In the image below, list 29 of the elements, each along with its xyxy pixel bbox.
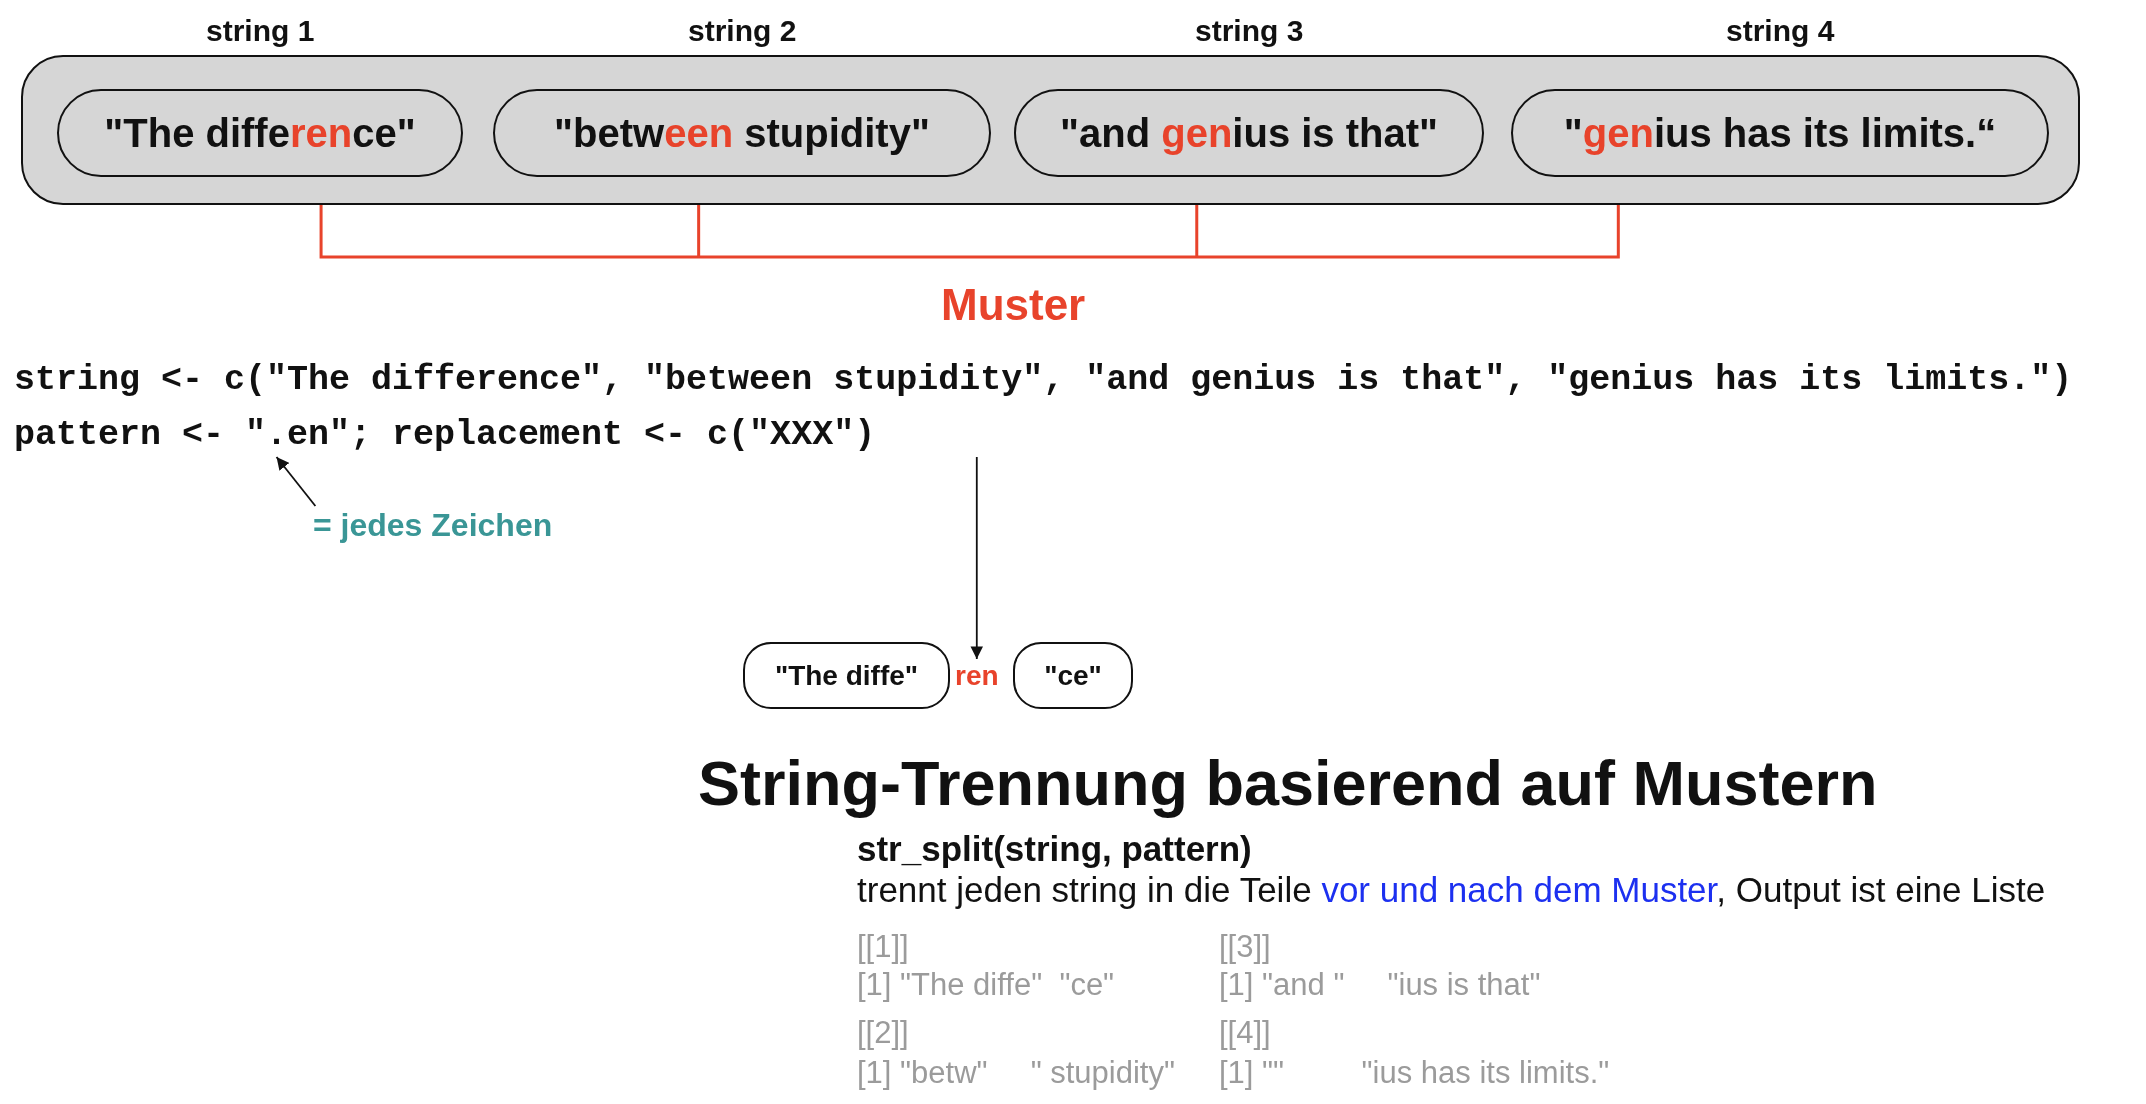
heading: String-Trennung basierend auf Mustern: [698, 747, 1878, 820]
output-text: [1] "betw" " stupidity": [857, 1055, 1175, 1091]
string-box: "genius has its limits.“: [1511, 89, 2049, 177]
string-label: string 4: [1726, 13, 1835, 49]
output-text: [1] "and " "ius is that": [1219, 967, 1541, 1003]
function-signature: str_split(string, pattern): [857, 829, 1252, 869]
description-text: trennt jeden string in die Teile vor und nach dem Muster, Output ist eine Liste: [857, 870, 2046, 910]
string-box: "The difference": [57, 89, 463, 177]
string-label: string 2: [688, 13, 797, 49]
output-text: [[3]]: [1219, 929, 1271, 965]
output-text: [[4]]: [1219, 1015, 1271, 1051]
result-box: "The diffe": [743, 642, 950, 709]
code-line: string <- c("The difference", "between stupidity", "and genius is that", "genius has its limits."): [14, 359, 2073, 402]
output-text: [[2]]: [857, 1015, 909, 1051]
container-panel: [21, 55, 2080, 205]
leader-line: [275, 456, 317, 507]
string-box: "and genius is that": [1014, 89, 1484, 177]
string-label: string 1: [206, 13, 315, 49]
match-text: ren: [955, 659, 999, 693]
output-text: [[1]]: [857, 929, 909, 965]
code-line: pattern <- ".en"; replacement <- c("XXX"): [14, 414, 876, 457]
output-text: [1] "" "ius has its limits.": [1219, 1055, 1610, 1091]
bracket-label: Muster: [941, 278, 1086, 331]
arrow: [970, 456, 984, 660]
string-label: string 3: [1195, 13, 1304, 49]
string-box: "between stupidity": [493, 89, 991, 177]
output-text: [1] "The diffe" "ce": [857, 967, 1115, 1003]
result-box: "ce": [1013, 642, 1133, 709]
annotation-text: = jedes Zeichen: [313, 506, 553, 544]
